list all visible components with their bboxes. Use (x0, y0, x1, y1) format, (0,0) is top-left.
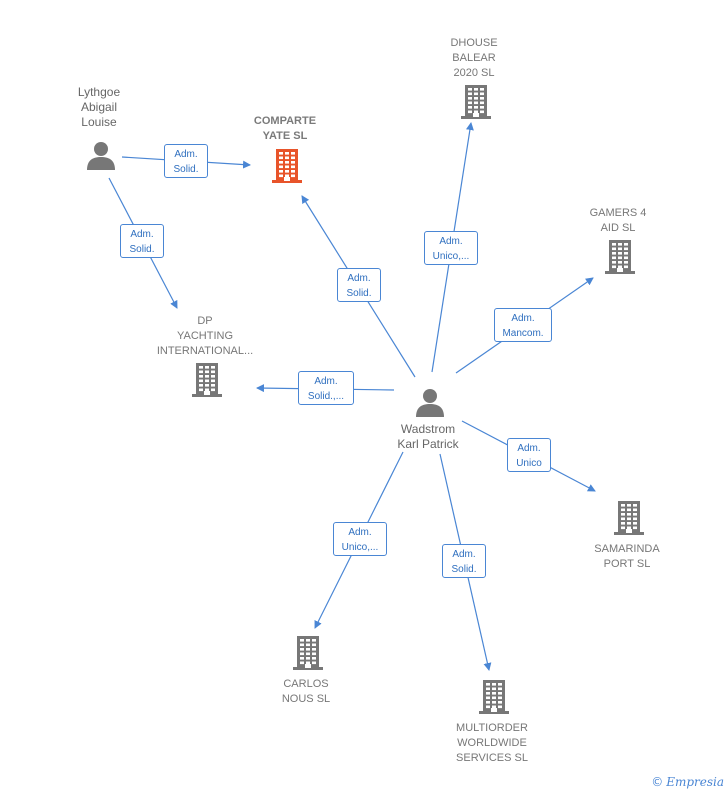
building-icon-gamers4[interactable] (604, 239, 636, 280)
building-icon-comparte_yate[interactable] (271, 148, 303, 189)
node-label-multiorder[interactable]: MULTIORDER WORLDWIDE SERVICES SL (456, 722, 528, 764)
node-label-dhouse_balear[interactable]: DHOUSE BALEAR 2020 SL (450, 37, 498, 79)
edge-label-wadstrom-dp_yachting[interactable]: Adm. Solid.,... (298, 371, 354, 405)
node-label-wadstrom[interactable]: Wadstrom Karl Patrick (397, 422, 459, 451)
building-icon-multiorder[interactable] (478, 679, 510, 720)
edge-label-wadstrom-carlos_nous[interactable]: Adm. Unico,... (333, 522, 387, 556)
edge-label-wadstrom-gamers4[interactable]: Adm. Mancom. (494, 308, 552, 342)
node-label-dp_yachting[interactable]: DP YACHTING INTERNATIONAL... (156, 315, 254, 357)
building-icon-dp_yachting[interactable] (191, 362, 223, 403)
edge-label-lythgoe-dp_yachting[interactable]: Adm. Solid. (120, 224, 164, 258)
edge-label-wadstrom-dhouse_balear[interactable]: Adm. Unico,... (424, 231, 478, 265)
person-icon-wadstrom[interactable] (414, 386, 446, 423)
node-label-lythgoe[interactable]: Lythgoe Abigail Louise (77, 85, 121, 129)
person-icon-lythgoe[interactable] (85, 139, 117, 176)
node-label-gamers4[interactable]: GAMERS 4 AID SL (589, 207, 647, 234)
copyright-icon: © (651, 775, 664, 789)
building-icon-samarinda[interactable] (613, 500, 645, 541)
empresia-watermark: ©Empresia (651, 775, 724, 789)
edge-label-wadstrom-comparte_yate[interactable]: Adm. Solid. (337, 268, 381, 302)
edge-label-lythgoe-comparte_yate[interactable]: Adm. Solid. (164, 144, 208, 178)
building-icon-dhouse_balear[interactable] (460, 84, 492, 125)
edge-label-wadstrom-multiorder[interactable]: Adm. Solid. (442, 544, 486, 578)
node-label-carlos_nous[interactable]: CARLOS NOUS SL (281, 678, 331, 705)
building-icon-carlos_nous[interactable] (292, 635, 324, 676)
node-label-comparte_yate[interactable]: COMPARTE YATE SL (253, 115, 317, 142)
watermark-text: Empresia (666, 775, 724, 789)
edge-label-wadstrom-samarinda[interactable]: Adm. Unico (507, 438, 551, 472)
node-label-samarinda[interactable]: SAMARINDA PORT SL (594, 543, 660, 570)
